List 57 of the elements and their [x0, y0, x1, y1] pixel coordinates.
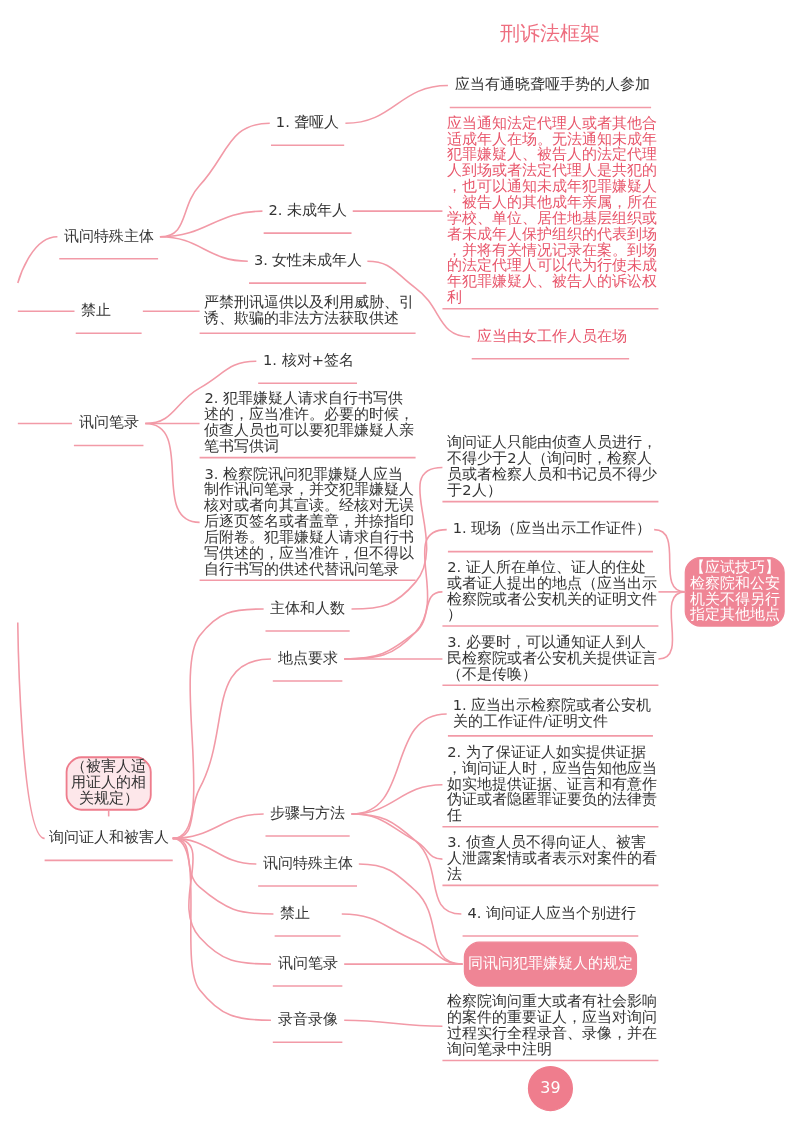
node-box: 【应试技巧】 检察院和公安机关不得另行指定其他地点	[684, 557, 785, 627]
label: 39	[539, 1077, 561, 1097]
node-text: 2. 为了保证证人如实提供证据，询问证人时，应当告知他应当如实地提供证据、证言和有意作伪证或者隐匿罪证要负的法律责任	[446, 742, 657, 824]
node-text: 应当通知法定代理人或者其他合适成年人在场。无法通知未成年犯罪嫌疑人、被告人的法定代理人到场或者法定代理人是共犯的，也可以通知未成年犯罪嫌疑人、被告人的其他成年亲属，所在学校、单位、居住地基层组织或者未成年人保护组织的代表到场，并将有关情况记录在案。到场的法定代理人可以代为行使未成年犯罪嫌疑人、被告人的诉讼权利	[446, 113, 657, 306]
connector	[16, 422, 73, 425]
node-box: （被害人适用证人的相关规定）	[65, 756, 152, 811]
node-text: 2. 证人所在单位、证人的住处或者证人提出的地点（应当出示检察院或者公安机关的证明文件）	[446, 557, 657, 623]
node-text: 应当有通晓聋哑手势的人参加	[454, 75, 650, 93]
node-text: 1. 聋哑人	[275, 113, 339, 131]
node-text: 讯问特殊主体	[262, 853, 353, 871]
node-text: 3. 侦查人员不得向证人、被害人泄露案情或者表示对案件的看法	[446, 833, 657, 882]
node-text: 1. 现场（应当出示工作证件）	[452, 519, 651, 537]
node-text: 严禁刑讯逼供以及利用威胁、引诱、欺骗的非法方法获取供述	[203, 293, 414, 326]
connector	[144, 422, 200, 524]
node-box: 同讯问犯罪嫌疑人的规定	[463, 941, 637, 987]
connector	[340, 913, 463, 965]
connector	[16, 236, 58, 284]
node-text: 讯问笔录	[78, 413, 139, 431]
connector	[366, 260, 471, 338]
node-text: 步骤与方法	[269, 803, 345, 821]
node-text: 主体和人数	[269, 598, 345, 616]
connector	[657, 591, 686, 660]
node-text: 询问证人只能由侦查人员进行，不得少于2人（询问时，检察人员或者检察人员和书记员不得少于2人）	[446, 433, 657, 498]
node-text: 询问证人和被害人	[48, 828, 169, 846]
label: 刑诉法框架	[499, 22, 600, 46]
node-text: 应当由女工作人员在场	[476, 326, 627, 344]
connector	[350, 813, 462, 915]
node-text: 1. 应当出示检察院或者公安机关的工作证件/证明文件	[452, 695, 651, 729]
connector	[171, 608, 264, 840]
connector	[342, 528, 447, 660]
node-text: 3. 女性未成年人	[253, 250, 362, 268]
connector	[16, 310, 75, 312]
connector	[351, 210, 443, 212]
connector	[16, 621, 45, 840]
node-text: 2. 犯罪嫌疑人请求自行书写供述的，应当准许。必要的时候，侦查人员也可以要犯罪嫌疑人亲笔书写供词	[203, 389, 414, 455]
node-text: 2. 未成年人	[268, 200, 347, 218]
connector	[342, 963, 463, 965]
node-text: 录音录像	[277, 1010, 338, 1028]
node-text: 3. 必要时，可以通知证人到人民检察院或者公安机关提供证言（不是传唤）	[446, 632, 657, 682]
node-text: 3. 检察院讯问犯罪嫌疑人应当制作讯问笔录，并交犯罪嫌疑人核对或者向其宣读。经核对无误后逐页签名或者盖章，并捺指印后附卷。犯罪嫌疑人请求自行书写供述的，应当准许，但不得以自行书写的供述代替讯问笔录	[203, 464, 414, 577]
node-text: 讯问笔录	[277, 953, 338, 971]
connector	[342, 1019, 443, 1028]
node-text: 4. 询问证人应当个别进行	[466, 903, 636, 921]
node-text: 地点要求	[277, 648, 338, 666]
connector	[158, 236, 249, 262]
connector	[350, 466, 443, 610]
node-text: 1. 核对+签名	[262, 351, 354, 369]
connector	[171, 837, 272, 1022]
connector	[141, 310, 200, 312]
node-text: 检察院询问重大或者有社会影响的案件的重要证人，应当对询问过程实行全程录音、录像，并在询问笔录中注明	[446, 992, 657, 1057]
node-text: 禁止	[80, 301, 111, 319]
node-text: 禁止	[279, 903, 310, 921]
connector	[342, 658, 443, 660]
connector	[171, 658, 272, 840]
connector	[344, 84, 449, 125]
connector	[342, 591, 443, 660]
node-text: 讯问特殊主体	[63, 226, 154, 244]
